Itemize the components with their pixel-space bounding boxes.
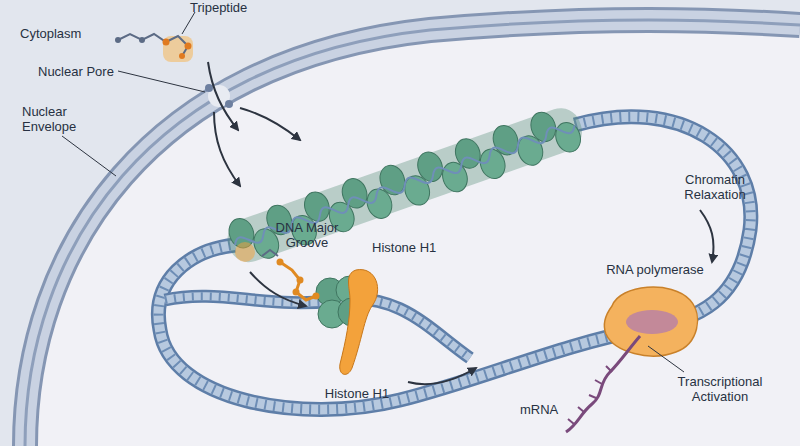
atom — [185, 43, 192, 50]
tripeptide-highlight — [163, 36, 193, 62]
atom — [293, 289, 300, 296]
leader-line — [648, 346, 684, 372]
histone-h1-nucleosome — [316, 270, 378, 375]
atom — [313, 293, 320, 300]
atom — [277, 259, 284, 266]
mrna-bases — [568, 366, 612, 424]
nucleosome — [338, 175, 371, 211]
leader-line — [182, 12, 195, 34]
tripeptide-molecule — [115, 12, 195, 62]
histone-h1 — [340, 270, 378, 375]
part-label: Chromatin Relaxation — [665, 172, 765, 202]
polymerase-body — [604, 287, 697, 356]
part-label: DNA Major Groove — [262, 220, 352, 250]
binding-glow — [235, 242, 255, 262]
nucleosome — [376, 162, 409, 198]
dna-strand — [165, 296, 470, 358]
part-label: Nuclear Pore — [38, 64, 138, 79]
import-arrow — [214, 112, 240, 186]
envelope-outer — [25, 20, 800, 446]
nucleosome — [452, 135, 485, 171]
leader-line — [118, 71, 205, 92]
activation-arrow — [408, 368, 476, 384]
atom — [115, 37, 121, 43]
leader-line — [62, 136, 116, 176]
nucleosome — [552, 119, 585, 155]
part-label: Histone H1 — [312, 386, 402, 401]
nucleosome — [489, 122, 522, 158]
part-label: mRNA — [520, 402, 570, 417]
envelope-midline — [25, 20, 800, 446]
rna-polymerase — [566, 287, 698, 432]
dna-strand — [165, 296, 470, 358]
chromatin-fiber — [221, 101, 588, 270]
envelope-lumen — [25, 20, 800, 446]
atom — [179, 53, 185, 59]
part-label: Cytoplasm — [20, 26, 110, 41]
major-groove-ligand — [262, 250, 320, 300]
import-arrow — [208, 62, 238, 130]
atom — [297, 277, 304, 284]
part-label: Histone H1 — [372, 240, 462, 255]
mrna-strand — [566, 336, 640, 432]
atom — [139, 37, 145, 43]
binding-arrow — [250, 272, 306, 306]
part-label: RNA polymerase — [595, 262, 715, 277]
transcription-bubble — [626, 310, 678, 334]
pore-cap — [205, 84, 213, 92]
part-label: Transcriptional Activation — [660, 374, 780, 404]
relaxation-arrow — [700, 210, 714, 262]
tripeptide-chain — [118, 34, 188, 56]
atom — [163, 39, 170, 46]
pore-cap — [225, 100, 233, 108]
fiber-body — [222, 103, 587, 268]
linker-dna — [233, 120, 576, 250]
part-label: Tripeptide — [190, 0, 280, 15]
ligand-bond — [280, 262, 316, 300]
part-label: Nuclear Envelope — [22, 104, 92, 134]
base-pairs — [165, 296, 470, 358]
ligand-bond — [262, 250, 278, 256]
import-arrow — [240, 108, 300, 140]
